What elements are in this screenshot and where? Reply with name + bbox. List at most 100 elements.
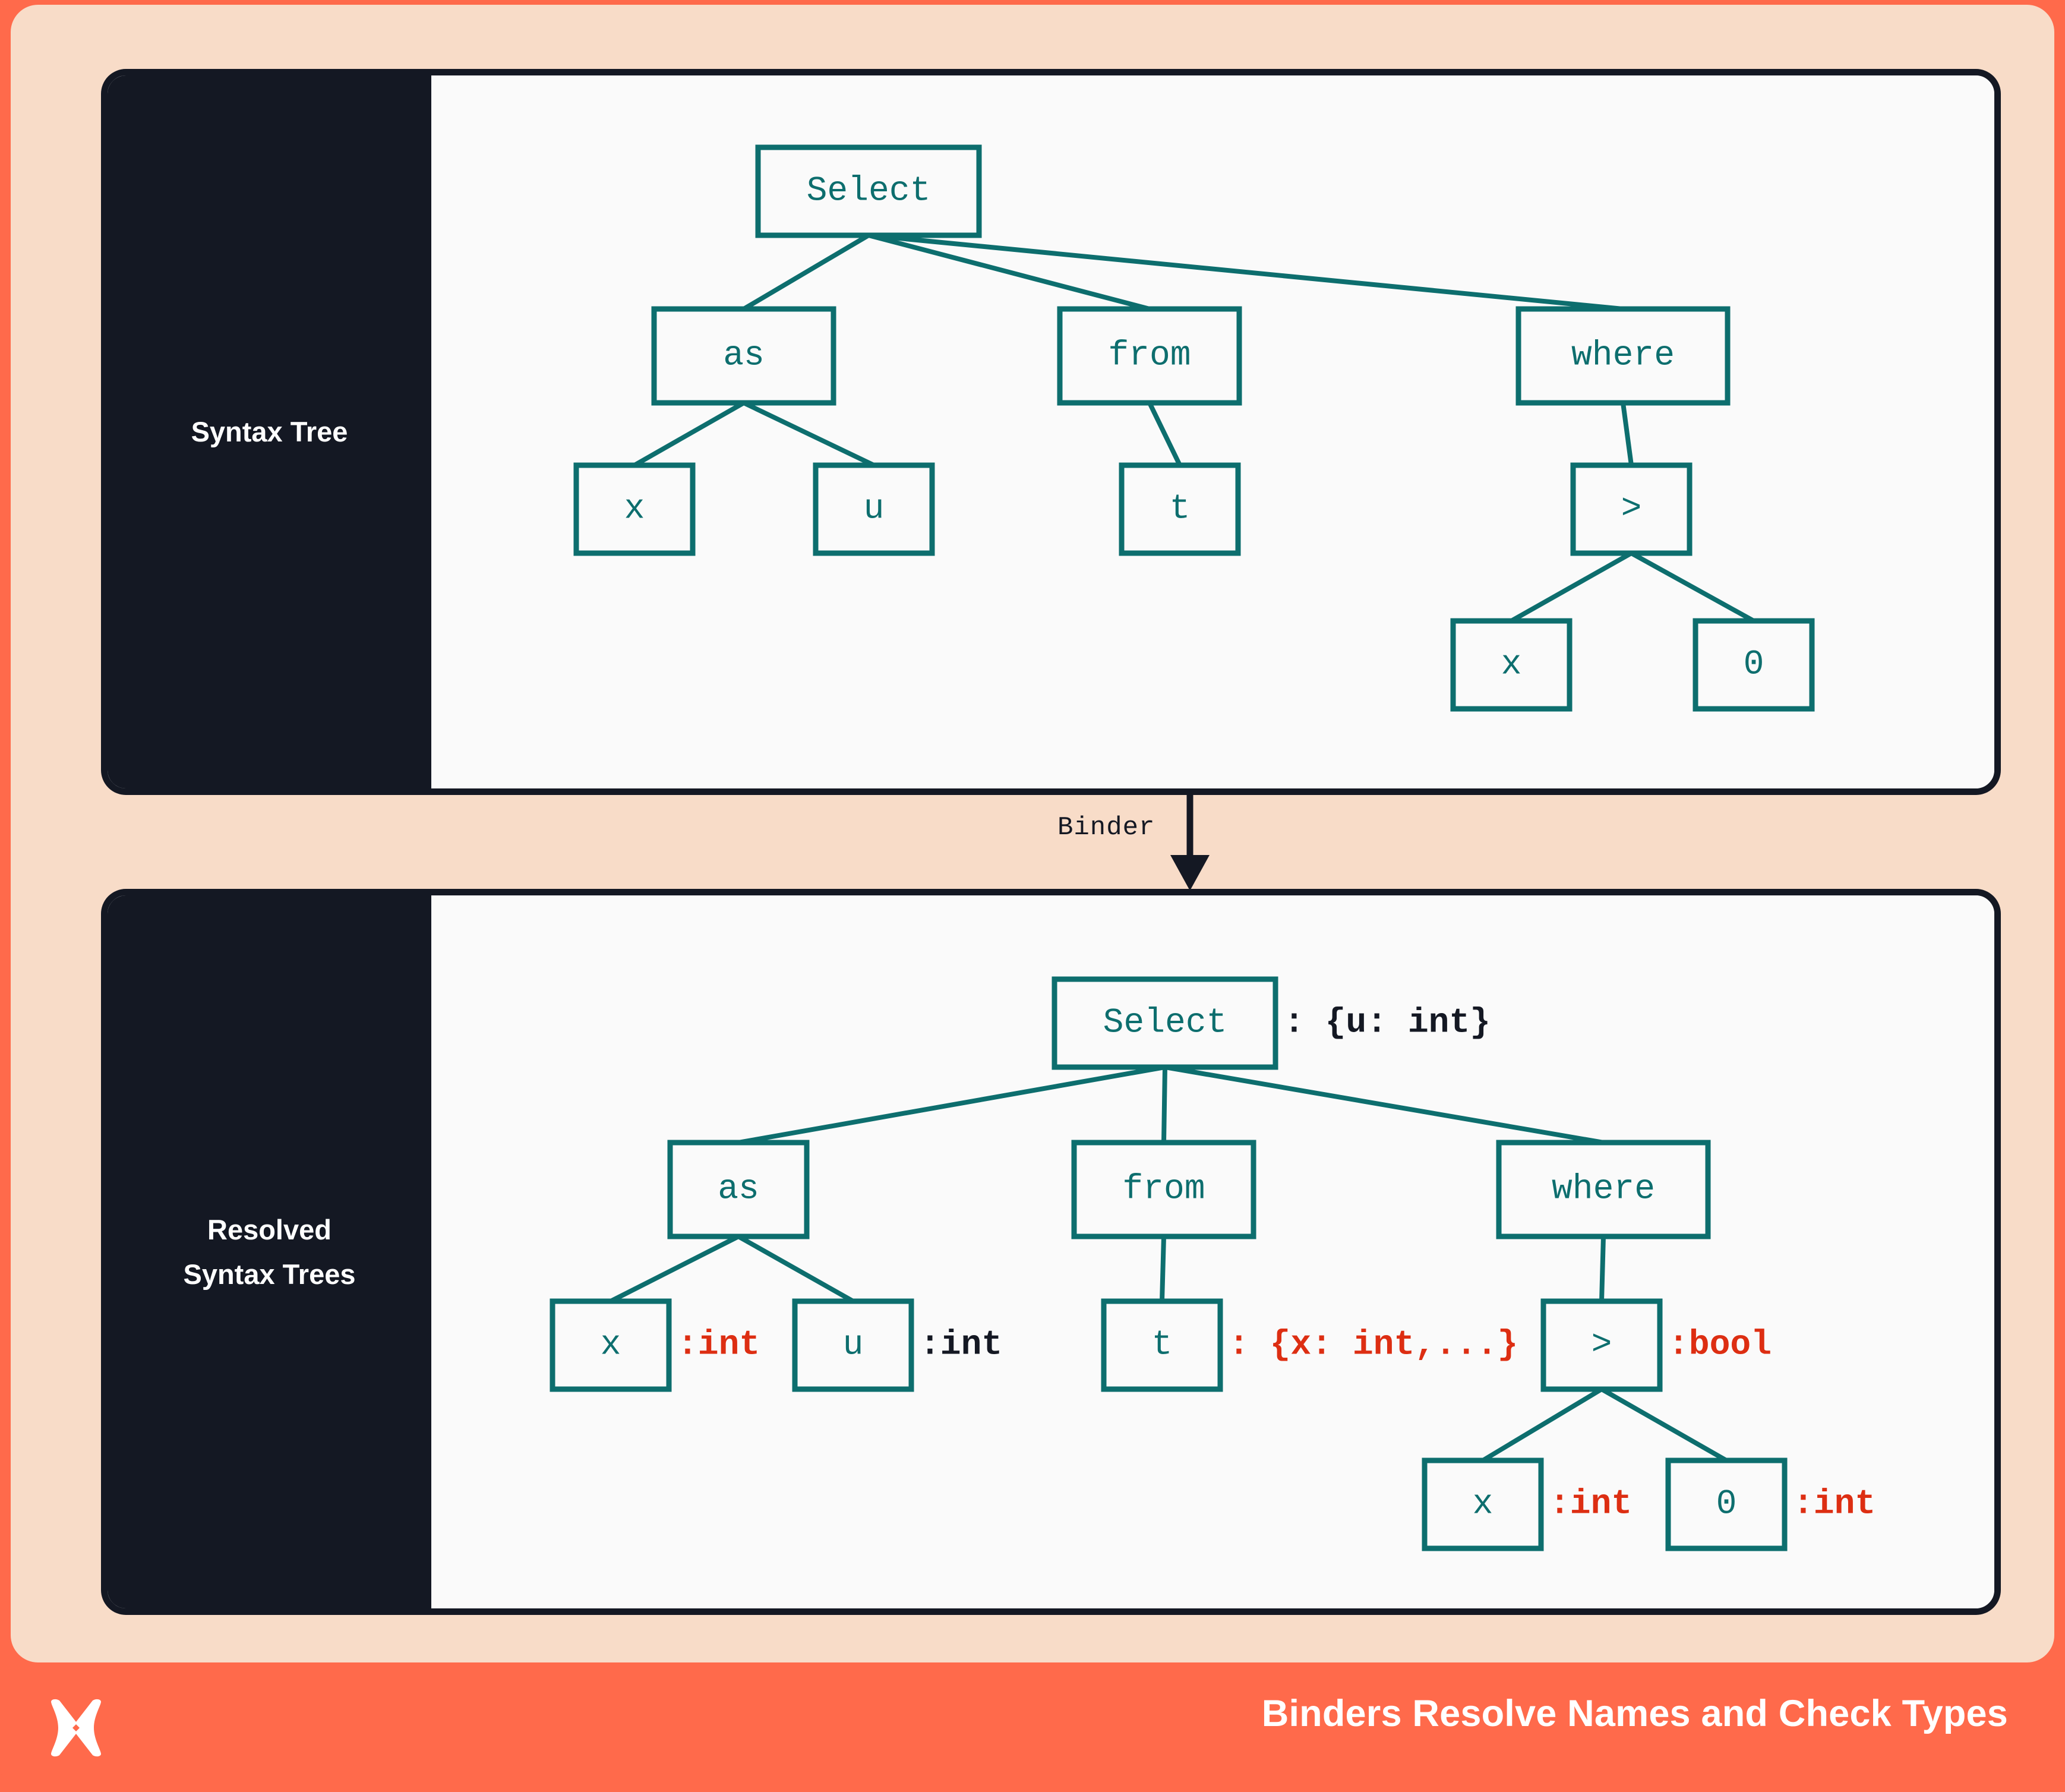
node-box	[1665, 1457, 1788, 1551]
tree-edge	[633, 400, 745, 468]
tree-edge	[1510, 551, 1633, 623]
butterfly-x-logo-icon	[51, 1699, 101, 1757]
node-label: Select	[807, 172, 931, 211]
tree-node-where: where	[1496, 1140, 1711, 1239]
node-label: u	[843, 1326, 864, 1365]
node-label: x	[1473, 1485, 1494, 1524]
footer-bar: Binders Resolve Names and Check Types	[0, 1662, 2065, 1792]
tree-edge	[738, 1065, 1166, 1145]
node-box	[1057, 306, 1242, 406]
tree-node-gt1: >	[1570, 462, 1693, 556]
node-box	[755, 144, 982, 238]
node-box	[1496, 1140, 1711, 1239]
tree-node-as: as	[651, 306, 836, 406]
tree-edge	[1600, 1387, 1728, 1463]
tree-edge	[1481, 1387, 1603, 1463]
tree-edge	[1161, 1067, 1167, 1143]
node-label: u	[864, 490, 885, 529]
footer-title: Binders Resolve Names and Check Types	[1261, 1693, 2008, 1734]
node-box	[550, 1298, 672, 1392]
node-box	[1515, 306, 1731, 406]
node-label: from	[1108, 337, 1191, 376]
tree-node-from: from	[1071, 1140, 1256, 1239]
tree-node-u1: u	[813, 462, 935, 556]
down-arrow-icon	[1170, 793, 1210, 891]
node-type-annotation: :bool	[1668, 1326, 1772, 1365]
node-box	[1101, 1298, 1223, 1392]
node-type-annotation: :int	[677, 1326, 760, 1365]
node-label: 0	[1744, 646, 1764, 684]
node-label: x	[601, 1326, 621, 1365]
tree-node-select: Select	[755, 144, 982, 238]
tree-node-as: as	[667, 1140, 810, 1239]
node-label: as	[718, 1171, 759, 1209]
node-box	[813, 462, 935, 556]
sidebar-label-syntax-tree: Syntax Tree	[191, 416, 348, 448]
node-box	[792, 1298, 914, 1392]
node-box	[1422, 1457, 1544, 1551]
node-type-annotation: : {u: int}	[1284, 1004, 1491, 1043]
tree-edge	[1147, 402, 1182, 466]
tree-node-where: where	[1515, 306, 1731, 406]
node-box	[1570, 462, 1693, 556]
node-box	[1119, 462, 1241, 556]
node-label: Select	[1103, 1004, 1227, 1043]
node-label: t	[1170, 490, 1191, 529]
tree-node-x2: x :int	[1422, 1457, 1632, 1551]
tree-edge	[1621, 402, 1634, 466]
sidebar-resolved-syntax-trees: Resolved Syntax Trees	[108, 895, 431, 1608]
node-label: >	[1621, 490, 1642, 529]
tree-edge	[867, 233, 1151, 311]
tree-node-select: Select : {u: int}	[1052, 976, 1491, 1070]
tree-edge	[737, 1234, 854, 1304]
syntax-tree-graphic: Select as from where x u t > x 0	[573, 144, 1815, 712]
panel-syntax-tree: Syntax Tree Select as from where x u t > x 0	[101, 69, 2001, 795]
node-type-annotation: : {x: int,...}	[1229, 1326, 1518, 1365]
tree-node-gt1: > :bool	[1540, 1298, 1772, 1392]
tree-edge	[743, 400, 875, 468]
node-label: x	[624, 490, 645, 529]
node-box	[1071, 1140, 1256, 1239]
tree-node-from: from	[1057, 306, 1242, 406]
tree-edge	[1599, 1236, 1606, 1302]
node-label: x	[1501, 646, 1522, 684]
tree-edge	[1164, 1065, 1604, 1145]
node-type-annotation: :int	[920, 1326, 1002, 1365]
tree-edge	[1630, 551, 1755, 623]
node-box	[1693, 618, 1815, 712]
binder-label: Binder	[1057, 813, 1155, 843]
tree-node-t1: t	[1119, 462, 1241, 556]
tree-node-x1: x :int	[550, 1298, 760, 1392]
node-label: from	[1122, 1171, 1205, 1209]
tree-canvas-syntax-tree: Select as from where x u t > x 0	[431, 75, 1994, 788]
node-box	[651, 306, 836, 406]
tree-edge	[1160, 1236, 1166, 1302]
tree-edge	[610, 1234, 740, 1304]
node-box	[1450, 618, 1573, 712]
node-box	[1052, 976, 1278, 1070]
node-type-annotation: :int	[1549, 1485, 1632, 1524]
sidebar-label-resolved-syntax-trees: Resolved Syntax Trees	[183, 1213, 356, 1290]
node-label: where	[1552, 1171, 1655, 1209]
tree-canvas-resolved-syntax-trees: Select : {u: int} as from where x :int u :int t : …	[431, 895, 1994, 1608]
node-label: where	[1571, 337, 1675, 376]
node-label: >	[1592, 1326, 1612, 1365]
node-label: 0	[1716, 1485, 1737, 1524]
panel-resolved-syntax-trees: Resolved Syntax Trees Select : {u: int} as…	[101, 889, 2001, 1615]
tree-node-t1: t : {x: int,...}	[1101, 1298, 1518, 1392]
resolved-syntax-tree-graphic: Select : {u: int} as from where x :int u :int t : …	[550, 976, 1875, 1551]
sidebar-syntax-tree: Syntax Tree	[108, 75, 431, 788]
diagram-canvas: Syntax Tree Select as from where x u t > x 0 Bind…	[11, 5, 2054, 1662]
node-box	[667, 1140, 810, 1239]
node-type-annotation: :int	[1793, 1485, 1875, 1524]
tree-node-x2: x	[1450, 618, 1573, 712]
tree-node-u1: u :int	[792, 1298, 1002, 1392]
tree-edge	[742, 233, 870, 311]
tree-node-zero1: 0	[1693, 618, 1815, 712]
node-box	[573, 462, 696, 556]
tree-edge	[868, 233, 1624, 311]
tree-node-zero1: 0 :int	[1665, 1457, 1875, 1551]
node-label: t	[1152, 1326, 1173, 1365]
node-box	[1540, 1298, 1663, 1392]
